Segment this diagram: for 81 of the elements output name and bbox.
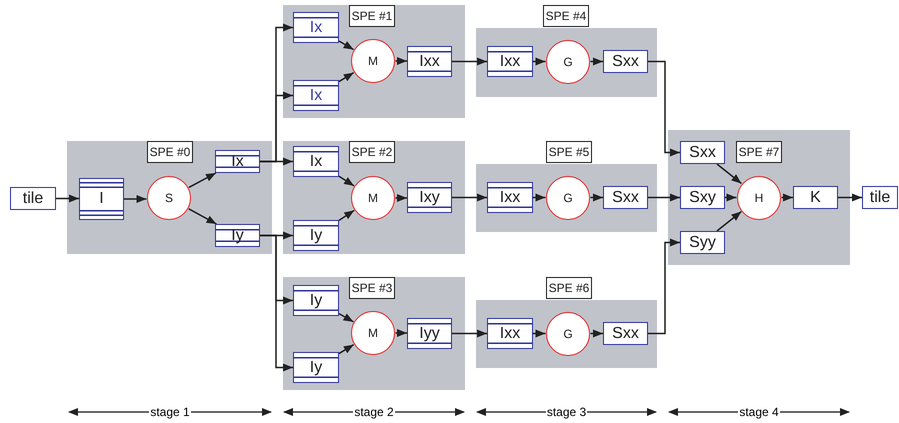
arrow [533,330,546,338]
arrow [452,194,487,202]
arrow [590,194,603,202]
data-box: Sxx [603,322,648,345]
arrow [648,60,680,156]
buffer-box: Iyy [407,318,452,349]
arrow [188,208,217,225]
data-box: K [793,186,838,209]
buffer-box: I [79,178,124,220]
panel-label: SPE #7 [736,141,782,163]
panel-label: SPE #1 [349,5,395,27]
buffer-box: Ixy [407,182,452,213]
arrow [338,40,354,50]
processor-panel [668,130,850,265]
arrow [56,194,79,202]
buffer-box: Ix [293,80,339,111]
arrow [590,330,603,338]
arrow [188,172,216,188]
buffer-box: Ix [215,150,260,173]
buffer-box: Iy [215,224,260,247]
arrow [716,163,742,184]
data-box: Sxx [680,141,725,164]
processor-panel [283,141,465,254]
arrow [452,58,487,66]
arrow [396,329,407,337]
panel-label: SPE #6 [546,277,592,299]
buffer-box: Iy [293,352,339,383]
stage-label: stage 2 [353,406,395,418]
arrow [338,176,354,186]
buffer-box: Iy [293,285,339,316]
arrow [452,330,487,338]
operation-circle: M [351,311,395,355]
arrow [338,72,354,82]
processor-panel [67,141,272,254]
stage-label: stage 4 [738,406,780,418]
arrow [725,194,736,202]
panel-label: SPE #2 [349,141,395,163]
arrow [396,57,407,65]
operation-circle: M [351,176,395,220]
operation-circle: S [147,176,191,220]
operation-circle: M [351,39,395,83]
buffer-box: Ix [293,12,339,43]
arrow [260,158,293,166]
arrow [782,194,793,202]
stage-label: stage 3 [546,406,588,418]
panel-label: SPE #5 [546,141,592,163]
operation-circle: G [546,40,590,84]
operation-circle: G [546,312,590,356]
buffer-box: Ix [293,146,339,177]
data-box: tile [10,187,56,210]
arrow [260,234,293,372]
arrow [396,194,407,202]
panel-label: SPE #4 [543,5,589,27]
arrow [338,210,355,221]
arrow [124,195,147,203]
operation-circle: H [737,176,781,220]
arrow [533,58,546,66]
arrow [838,194,862,202]
buffer-box: Iy [293,220,339,251]
buffer-box: Ixx [487,46,533,77]
arrow [533,194,546,202]
data-box: Sxx [603,50,648,73]
buffer-box: Ixx [487,318,533,349]
operation-circle: G [546,176,590,220]
data-box: Sxy [680,186,725,209]
arrow [648,238,680,334]
processor-panel [283,5,465,118]
buffer-box: Ixx [407,46,452,77]
data-box: Syy [680,231,725,254]
processor-panel [283,277,465,390]
panel-label: SPE #0 [147,141,193,163]
arrow [648,194,680,202]
arrow [338,344,354,354]
stage-label: stage 1 [149,406,191,418]
buffer-box: Ixx [487,182,533,213]
panel-label: SPE #3 [349,277,395,299]
arrow [716,210,742,232]
arrow [338,312,354,322]
arrow [590,58,603,66]
data-box: tile [862,186,898,209]
data-box: Sxx [603,186,648,209]
